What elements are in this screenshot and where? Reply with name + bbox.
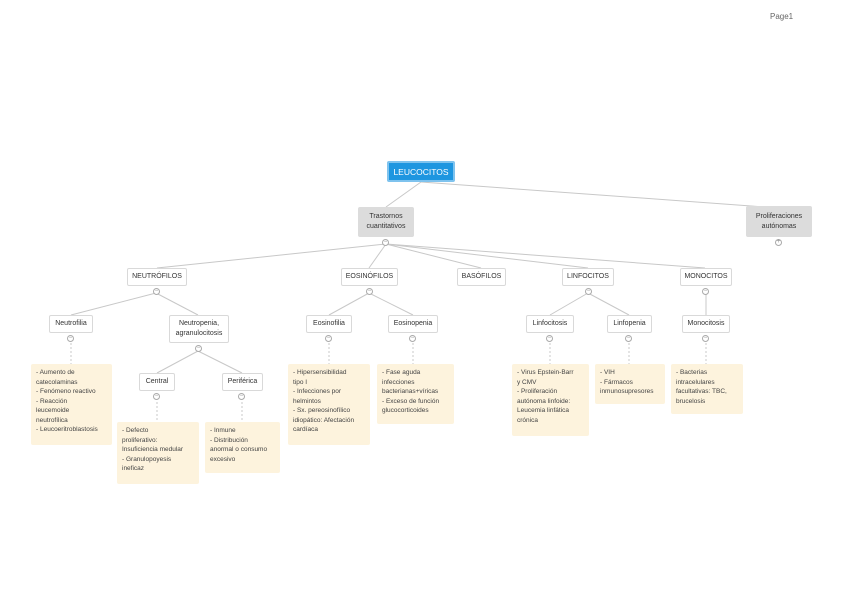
note-neutrofilia: - Aumento de catecolaminas - Fenómeno re…: [31, 364, 112, 445]
node-periferica[interactable]: Periférica: [222, 373, 263, 391]
collapse-toggle-icon[interactable]: −: [325, 335, 332, 342]
collapse-toggle-icon[interactable]: −: [153, 288, 160, 295]
node-label: Proliferaciones autónomas: [755, 212, 803, 230]
node-linfopenia[interactable]: Linfopenia: [607, 315, 652, 333]
expand-toggle-icon[interactable]: +: [775, 239, 782, 246]
page-label: Page1: [770, 12, 794, 21]
note-linfopenia: - VIH - Fármacos inmunosupresores: [595, 364, 665, 404]
collapse-toggle-icon[interactable]: −: [238, 393, 245, 400]
note-monocitosis: - Bacterias intracelulares facultativas:…: [671, 364, 743, 414]
note-eosinopenia: - Fase aguda infecciones bacterianas+vír…: [377, 364, 454, 424]
node-linfocitos[interactable]: LINFOCITOS: [562, 268, 614, 286]
node-eosinofilia[interactable]: Eosinofilia: [306, 315, 352, 333]
node-trastornos-cuantitativos[interactable]: Trastornos cuantitativos: [358, 207, 414, 237]
node-eosinofilos[interactable]: EOSINÓFILOS: [341, 268, 398, 286]
collapse-toggle-icon[interactable]: −: [366, 288, 373, 295]
node-neutrofilia[interactable]: Neutrofilia: [49, 315, 93, 333]
root-node-leucocitos[interactable]: LEUCOCITOS: [387, 161, 455, 182]
node-central[interactable]: Central: [139, 373, 175, 391]
collapse-toggle-icon[interactable]: −: [625, 335, 632, 342]
collapse-toggle-icon[interactable]: −: [67, 335, 74, 342]
node-monocitos[interactable]: MONOCITOS: [680, 268, 732, 286]
node-label: Neutropenia, agranulocitosis: [175, 320, 223, 337]
collapse-toggle-icon[interactable]: −: [195, 345, 202, 352]
collapse-toggle-icon[interactable]: −: [153, 393, 160, 400]
node-monocitosis[interactable]: Monocitosis: [682, 315, 730, 333]
collapse-toggle-icon[interactable]: −: [585, 288, 592, 295]
node-basofilos[interactable]: BASÓFILOS: [457, 268, 506, 286]
collapse-toggle-icon[interactable]: −: [702, 288, 709, 295]
node-neutrofilos[interactable]: NEUTRÓFILOS: [127, 268, 187, 286]
note-linfocitosis: - Virus Epstein-Barr y CMV - Proliferaci…: [512, 364, 589, 436]
note-eosinofilia: - Hipersensibilidad tipo I - Infecciones…: [288, 364, 370, 445]
node-proliferaciones-autonomas[interactable]: Proliferaciones autónomas: [746, 206, 812, 237]
node-eosinopenia[interactable]: Eosinopenia: [388, 315, 438, 333]
collapse-toggle-icon[interactable]: −: [546, 335, 553, 342]
node-neutropenia-agranulocitosis[interactable]: Neutropenia, agranulocitosis: [169, 315, 229, 343]
node-linfocitosis[interactable]: Linfocitosis: [526, 315, 574, 333]
collapse-toggle-icon[interactable]: −: [382, 239, 389, 246]
note-central: - Defecto proliferativo: Insuficiencia m…: [117, 422, 199, 484]
collapse-toggle-icon[interactable]: −: [702, 335, 709, 342]
note-periferica: - Inmune - Distribución anormal o consum…: [205, 422, 280, 473]
node-label: Trastornos cuantitativos: [366, 213, 406, 230]
collapse-toggle-icon[interactable]: −: [409, 335, 416, 342]
